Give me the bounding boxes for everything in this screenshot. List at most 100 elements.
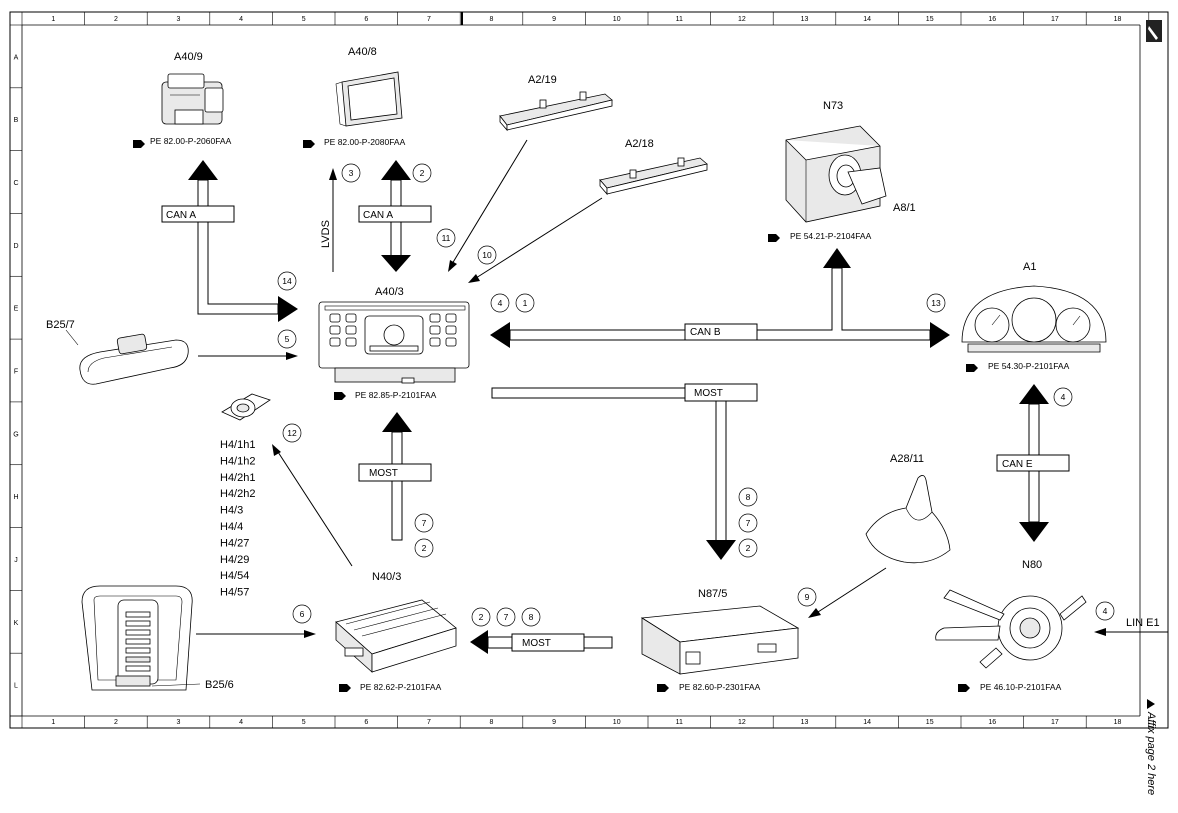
a28-11-connection (808, 567, 887, 618)
a40-8-component (335, 71, 403, 127)
h4-list-item: H4/1h2 (220, 455, 255, 467)
grid-col-label: 1 (51, 719, 55, 726)
callout-circle: 2 (471, 607, 491, 627)
svg-text:2: 2 (479, 612, 484, 622)
callout-circle: 13 (926, 293, 946, 313)
a40-3-label: A40/3 (375, 286, 404, 298)
b25-6-connection (196, 630, 316, 638)
callout-circle: 4 (490, 293, 510, 313)
grid-col-label: 2 (114, 719, 118, 726)
a2-18-component (599, 157, 708, 196)
grid-col-label: 2 (114, 16, 118, 23)
grid-col-label: 5 (302, 16, 306, 23)
grid-col-label: 17 (1051, 16, 1059, 23)
grid-col-label: 8 (490, 16, 494, 23)
svg-text:PE 82.85-P-2101FAA: PE 82.85-P-2101FAA (355, 390, 437, 400)
svg-text:PE 54.30-P-2101FAA: PE 54.30-P-2101FAA (988, 361, 1070, 371)
n87-5-component (640, 605, 800, 675)
h4-list-item: H4/57 (220, 587, 249, 599)
svg-text:7: 7 (422, 518, 427, 528)
a40-8-label: A40/8 (348, 46, 377, 58)
svg-text:8: 8 (529, 612, 534, 622)
svg-text:PE 46.10-P-2101FAA: PE 46.10-P-2101FAA (980, 682, 1062, 692)
grid-col-label: 10 (613, 16, 621, 23)
grid-col-label: 13 (801, 16, 809, 23)
grid-col-label: 1 (51, 16, 55, 23)
grid-col-label: 6 (364, 719, 368, 726)
grid-row-label: E (14, 306, 19, 313)
a40-9-label: A40/9 (174, 51, 203, 63)
h4-list-item: H4/2h1 (220, 472, 255, 484)
lin-e1-line: LIN E1 (1094, 617, 1168, 636)
grid-col-label: 11 (676, 16, 683, 23)
a8-1-label: A8/1 (893, 202, 916, 214)
svg-text:4: 4 (1103, 606, 1108, 616)
n40-3-h4-connection (272, 444, 353, 567)
svg-text:5: 5 (285, 334, 290, 344)
callout-circle: 7 (496, 607, 516, 627)
grid-col-label: 3 (177, 16, 181, 23)
callout-circle: 2 (414, 538, 434, 558)
most-badge-2: MOST (358, 463, 432, 482)
svg-text:MOST: MOST (522, 638, 551, 649)
a1-label: A1 (1023, 261, 1036, 273)
h4-speaker-component (221, 393, 271, 421)
b25-7-leader (65, 329, 79, 346)
grid-col-label: 7 (427, 719, 431, 726)
svg-text:CAN A: CAN A (166, 210, 196, 221)
callout-circle: 8 (738, 487, 758, 507)
svg-text:CAN A: CAN A (363, 210, 393, 221)
footer-note: Affix page 2 here (1145, 699, 1157, 795)
lvds-line: LVDS (320, 168, 337, 272)
callout-circle: 3 (341, 163, 361, 183)
grid-row-label: J (14, 557, 18, 564)
svg-text:MOST: MOST (694, 388, 723, 399)
b25-7-component (79, 333, 189, 385)
svg-text:11: 11 (442, 233, 451, 243)
grid-row-label: K (14, 620, 19, 627)
callout-circle: 5 (277, 329, 297, 349)
n80-label: N80 (1022, 559, 1042, 571)
n87-5-ref: PE 82.60-P-2301FAA (657, 682, 761, 692)
a1-ref: PE 54.30-P-2101FAA (966, 361, 1070, 372)
grid-col-label: 8 (490, 719, 494, 726)
a40-8-ref: PE 82.00-P-2080FAA (303, 137, 406, 148)
h4-list-item: H4/27 (220, 537, 249, 549)
n73-component (785, 125, 887, 223)
a2-19-component (499, 91, 613, 132)
svg-text:PE 82.60-P-2301FAA: PE 82.60-P-2301FAA (679, 682, 761, 692)
svg-text:1: 1 (523, 298, 528, 308)
can-a-badge-1: CAN A (161, 205, 235, 223)
h4-list-item: H4/2h2 (220, 488, 255, 500)
svg-text:4: 4 (1061, 392, 1066, 402)
grid-col-label: 15 (926, 719, 934, 726)
grid-col-label: 16 (988, 16, 996, 23)
h4-list-item: H4/54 (220, 570, 249, 582)
svg-text:PE 82.00-P-2080FAA: PE 82.00-P-2080FAA (324, 137, 406, 147)
grid-row-label: B (14, 117, 19, 124)
n87-5-label: N87/5 (698, 588, 727, 600)
h4-list-item: H4/4 (220, 521, 243, 533)
callout-circle: 1 (515, 293, 535, 313)
callout-circle: 10 (477, 245, 497, 265)
can-b-line (490, 248, 950, 348)
n40-3-component (335, 599, 457, 673)
grid-col-label: 13 (801, 719, 809, 726)
b25-6-component (81, 585, 193, 691)
grid-col-label: 16 (988, 719, 996, 726)
svg-text:10: 10 (482, 250, 492, 260)
most-line-a40-3-n87-5 (491, 387, 736, 560)
grid-col-label: 14 (863, 16, 871, 23)
svg-text:7: 7 (504, 612, 509, 622)
h4-component-list: H4/1h1H4/1h2H4/2h1H4/2h2H4/3H4/4H4/27H4/… (220, 439, 255, 599)
grid-col-label: 11 (676, 719, 683, 726)
grid-row-label: C (13, 180, 18, 187)
grid-col-label: 4 (239, 16, 243, 23)
grid-col-label: 9 (552, 719, 556, 726)
grid-row-label: L (14, 683, 18, 690)
h4-list-item: H4/29 (220, 554, 249, 566)
b25-7-connection (198, 352, 298, 360)
